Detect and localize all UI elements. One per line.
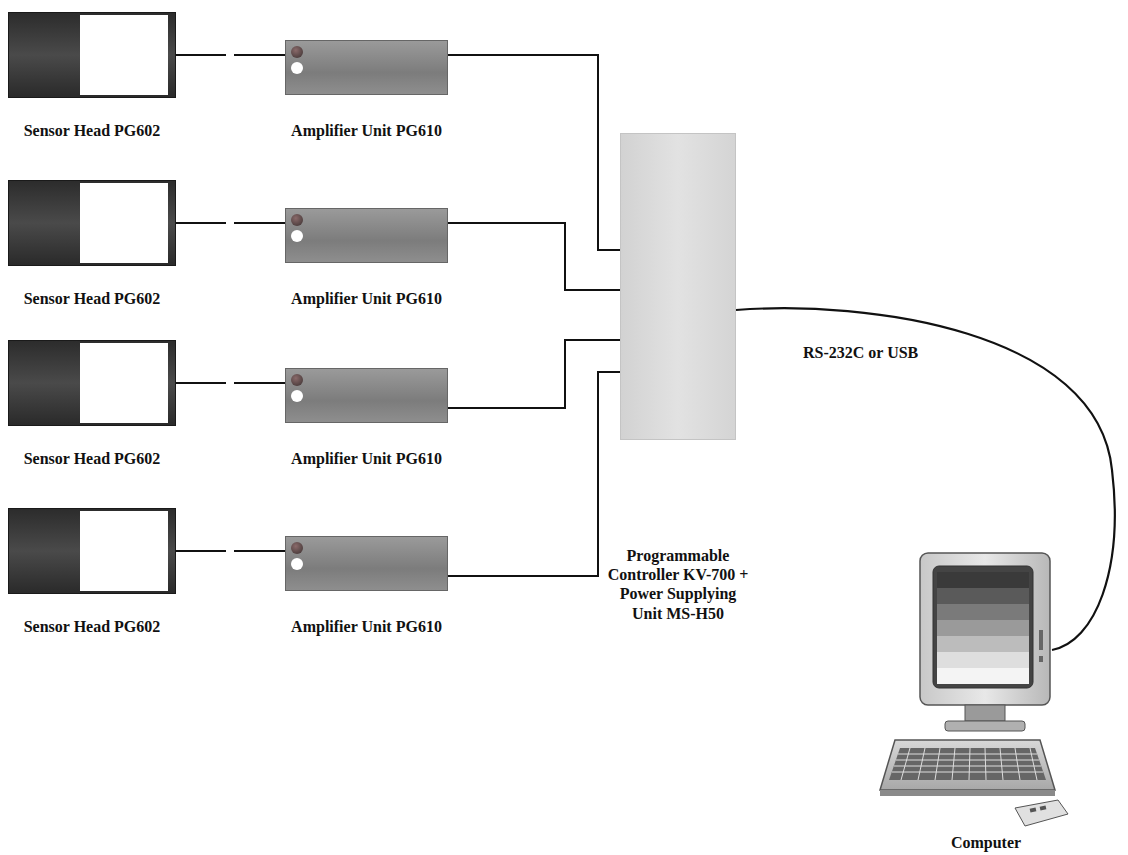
indicator-lamp [291, 214, 303, 226]
sensor-window [80, 15, 168, 95]
indicator-lamp [291, 390, 303, 402]
computer-mouse [1015, 800, 1068, 826]
indicator-lamp [291, 374, 303, 386]
controller-unit: Programmable Controller KV-700 + Power S… [620, 133, 736, 440]
node-label: Amplifier Unit PG610 [291, 121, 442, 140]
node-label: Computer [951, 833, 1021, 852]
amplifier-unit: Amplifier Unit PG610 [285, 536, 448, 591]
amplifier-unit: Amplifier Unit PG610 [285, 208, 448, 263]
signal-wire [448, 223, 620, 290]
indicator-lamp [291, 230, 303, 242]
sensor-window [80, 343, 168, 423]
sensor-window [80, 511, 168, 591]
communication-cable [736, 308, 1115, 650]
indicator-lamp [291, 46, 303, 58]
computer: Computer [920, 553, 1052, 825]
signal-wire [448, 340, 620, 408]
signal-wire [176, 550, 285, 552]
sensor-head: Sensor Head PG602 [8, 12, 176, 98]
node-label: Amplifier Unit PG610 [291, 617, 442, 636]
sensor-head: Sensor Head PG602 [8, 340, 176, 426]
node-label: Sensor Head PG602 [24, 121, 161, 140]
amplifier-unit: Amplifier Unit PG610 [285, 40, 448, 95]
indicator-lamp [291, 542, 303, 554]
signal-wire [176, 54, 285, 56]
indicator-lamp [291, 62, 303, 74]
node-label: Sensor Head PG602 [24, 617, 161, 636]
node-label: Sensor Head PG602 [24, 289, 161, 308]
edge-label: RS-232C or USB [800, 343, 921, 363]
sensor-head: Sensor Head PG602 [8, 508, 176, 594]
node-label: Amplifier Unit PG610 [291, 289, 442, 308]
node-label: Programmable Controller KV-700 + Power S… [603, 546, 753, 623]
signal-wire [176, 222, 285, 224]
node-label: Amplifier Unit PG610 [291, 449, 442, 468]
signal-wire [448, 55, 620, 250]
signal-wire [176, 382, 285, 384]
amplifier-unit: Amplifier Unit PG610 [285, 368, 448, 423]
indicator-lamp [291, 558, 303, 570]
computer-monitor [920, 553, 1050, 731]
computer-keyboard [880, 740, 1055, 796]
sensor-window [80, 183, 168, 263]
node-label: Sensor Head PG602 [24, 449, 161, 468]
signal-wire [448, 372, 620, 576]
sensor-head: Sensor Head PG602 [8, 180, 176, 266]
